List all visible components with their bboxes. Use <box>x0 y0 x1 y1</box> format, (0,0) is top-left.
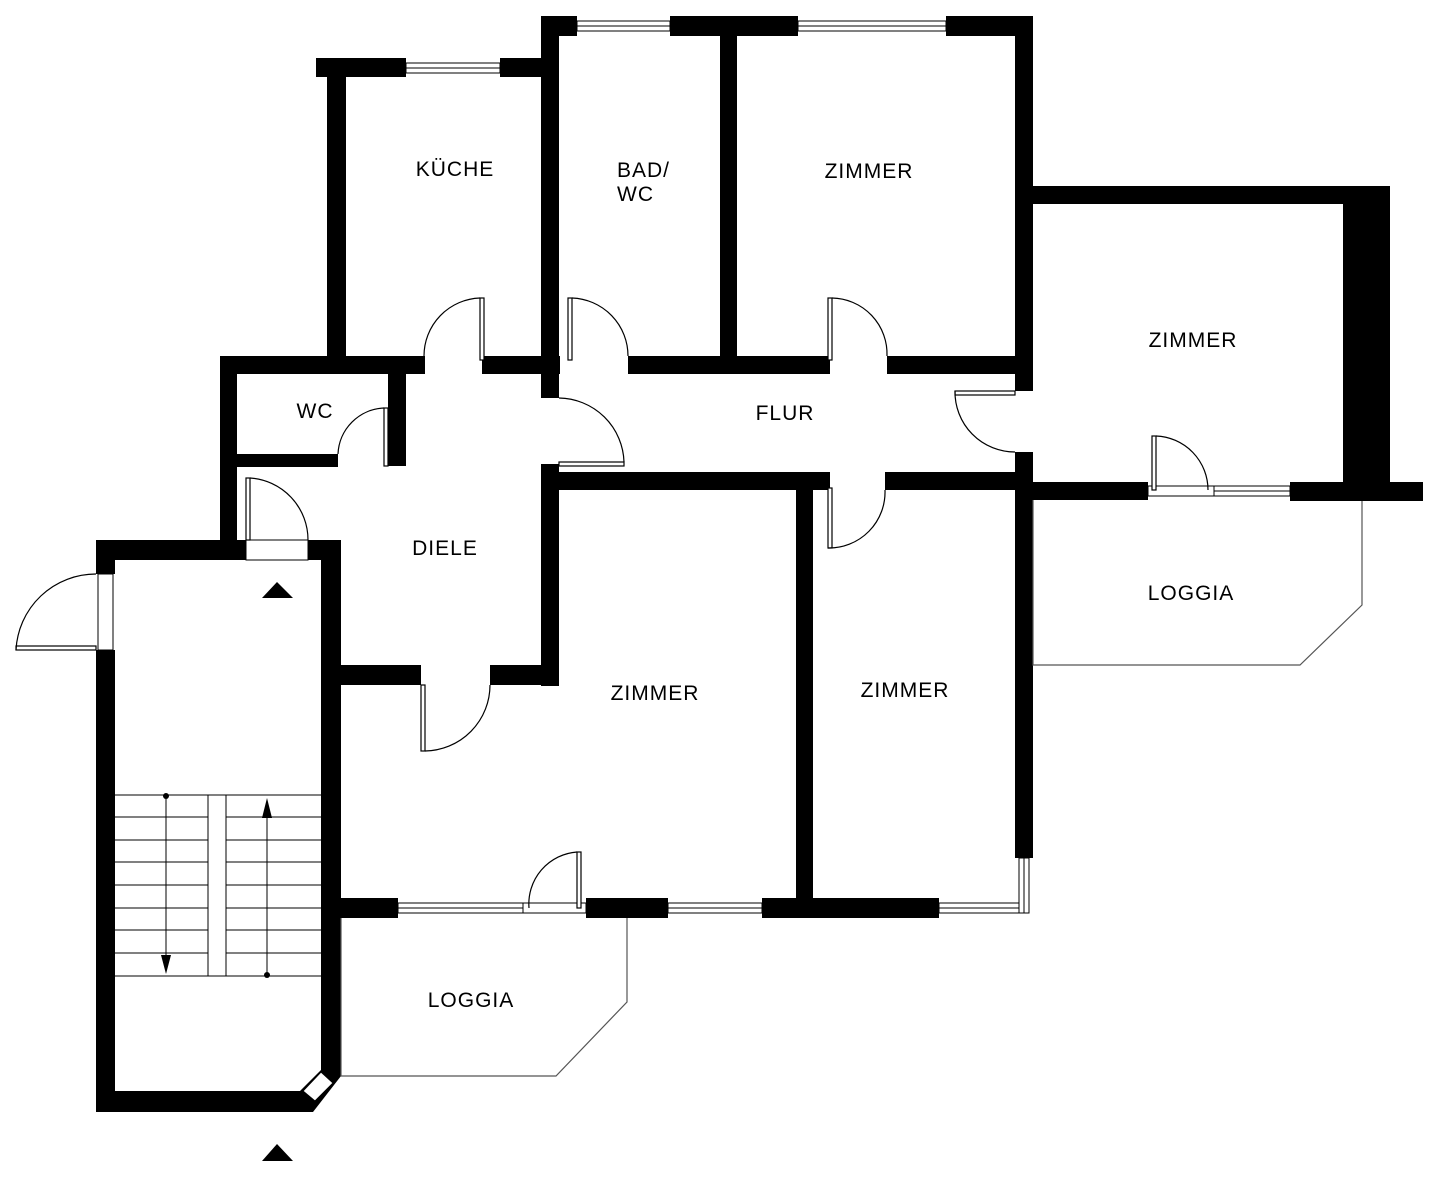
label-zimmer-center: ZIMMER <box>611 682 700 705</box>
label-flur: FLUR <box>756 402 815 425</box>
loggia-outlines <box>340 500 1363 1077</box>
window-zimmer-center-right <box>667 902 763 914</box>
door-entry <box>245 477 309 561</box>
door-zimmer-top <box>827 297 888 361</box>
windows <box>302 20 1291 1102</box>
window-staircase <box>302 1071 334 1102</box>
window-zimmer-top <box>797 20 947 32</box>
window-kueche <box>405 62 501 74</box>
door-zimmer-center-right <box>827 487 886 549</box>
window-zimmer-corner <box>938 857 1030 914</box>
walls <box>96 16 1423 1112</box>
door-loggia-right <box>1147 435 1215 497</box>
room-labels: KÜCHE BAD/ WC ZIMMER ZIMMER WC FLUR DIEL… <box>297 158 1238 1012</box>
door-house <box>15 573 114 651</box>
label-kueche: KÜCHE <box>416 158 495 181</box>
entrance-arrow-upper <box>262 582 293 598</box>
stair-arrow-down <box>161 793 171 974</box>
door-flur <box>558 397 625 467</box>
label-zimmer-center-right: ZIMMER <box>861 679 950 702</box>
label-loggia-bottom: LOGGIA <box>428 989 515 1012</box>
door-kueche <box>423 297 485 361</box>
staircase-steps <box>115 793 321 978</box>
label-diele: DIELE <box>412 537 478 560</box>
window-zimmer-center-left <box>397 902 524 914</box>
label-wc: WC <box>297 400 334 423</box>
label-zimmer-right: ZIMMER <box>1149 329 1238 352</box>
door-wc <box>337 407 389 467</box>
window-bad <box>576 20 671 32</box>
entrance-arrow-lower <box>262 1144 293 1161</box>
door-loggia-bottom <box>522 851 587 914</box>
label-bad-line1: BAD/ <box>617 159 670 182</box>
window-zimmer-right <box>1213 485 1291 497</box>
door-zimmer-center <box>420 684 491 752</box>
door-zimmer-right <box>954 390 1016 453</box>
label-zimmer-top: ZIMMER <box>825 160 914 183</box>
label-bad-line2: WC <box>617 183 654 206</box>
stair-arrow-up <box>262 798 272 978</box>
label-loggia-right: LOGGIA <box>1148 582 1235 605</box>
door-bad <box>567 297 629 361</box>
doors <box>15 297 1215 914</box>
